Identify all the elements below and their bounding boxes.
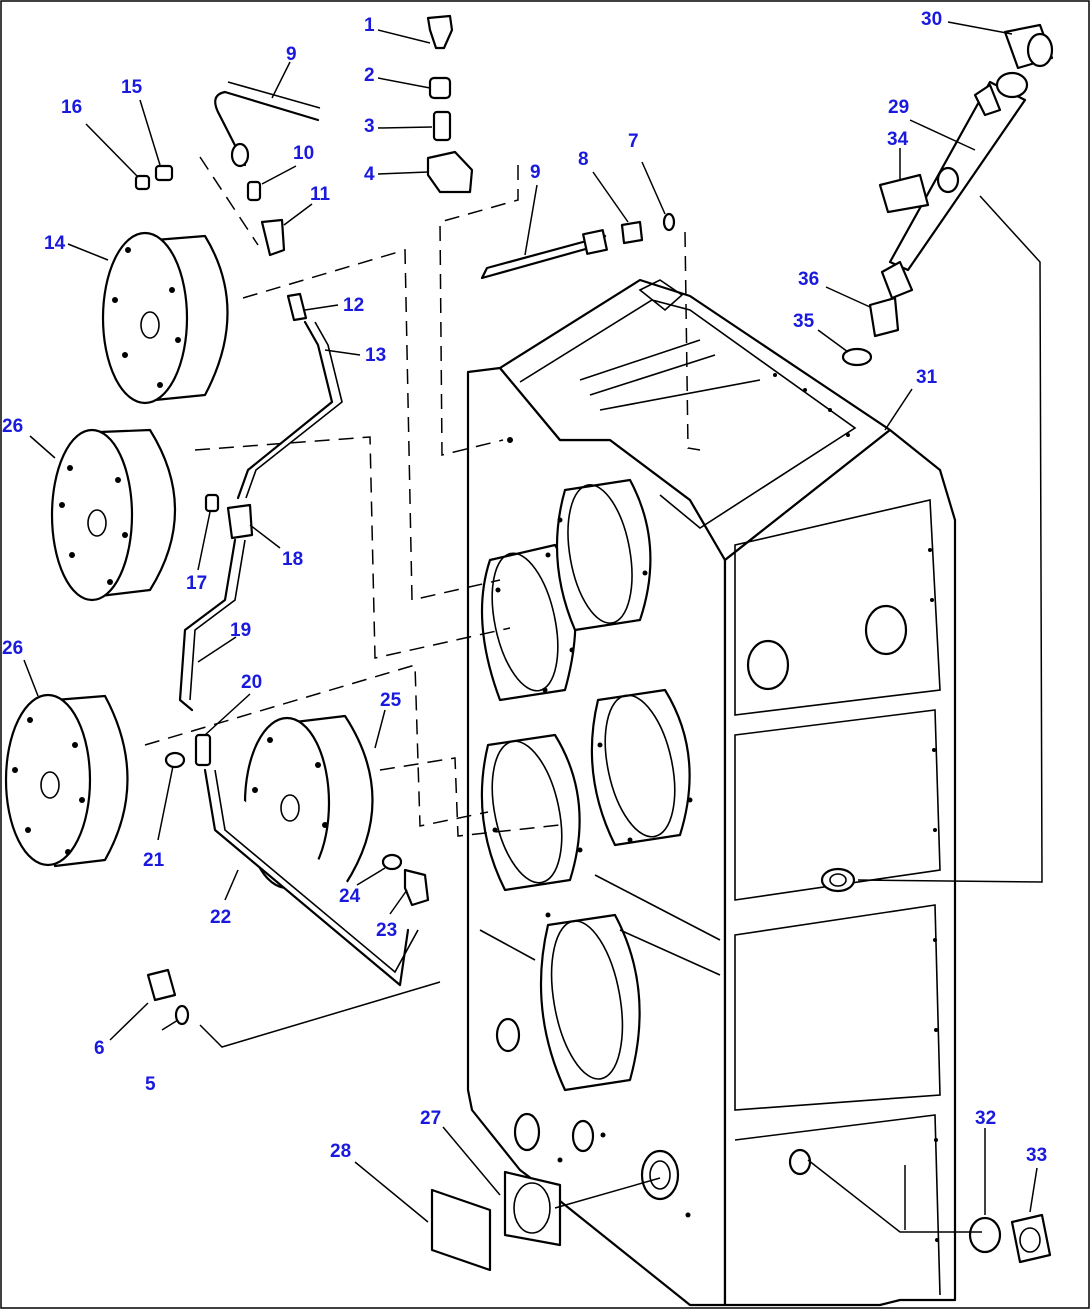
tee-11 [260,218,286,257]
callout-7: 7 [628,131,639,152]
fitting-1 [426,14,454,50]
fitting-21 [164,751,186,769]
callout-20: 20 [241,672,262,693]
callout-28: 28 [330,1141,351,1162]
plug-33 [1010,1213,1052,1264]
elbow-4 [426,150,474,194]
callout-32: 32 [975,1108,996,1129]
cover-28 [430,1188,492,1272]
callout-29: 29 [888,97,909,118]
callout-6: 6 [94,1038,105,1059]
alignment-lines [144,156,1043,1233]
fitting-10 [246,180,262,202]
callout-25: 25 [380,690,402,711]
callout-30: 30 [921,9,942,30]
tube-22 [203,768,419,987]
callout-19: 19 [230,620,251,641]
clutch-assembly-26-upper [50,428,177,602]
oring-35 [841,347,873,367]
fitting-36 [868,296,900,338]
callout-27: 27 [420,1108,441,1129]
plug-8 [620,220,644,245]
clutch-assembly-14 [101,231,229,405]
oring-7 [662,212,676,232]
callout-9-right: 9 [530,162,541,183]
fitting-20 [194,733,212,767]
callout-21: 21 [143,850,165,871]
fitting-2 [428,76,452,100]
breather-cap-30 [1003,23,1054,70]
callout-10: 10 [293,143,314,164]
callout-34: 34 [887,129,909,150]
fitting-34 [878,166,960,214]
callout-2: 2 [364,65,375,86]
callout-24: 24 [339,886,361,907]
callout-labels: 1 2 3 4 5 6 7 8 9 9 10 11 12 13 14 15 16… [2,9,1047,1166]
fitting-24 [381,853,403,871]
clutch-assembly-26-lower [4,693,129,868]
callout-8: 8 [578,149,589,170]
elbow-23 [403,868,430,907]
transmission-case-housing [466,278,957,1307]
callout-3: 3 [364,116,375,137]
callout-leaders [23,21,1038,1223]
callout-23: 23 [376,920,397,941]
tube-13 [236,320,343,500]
tube-19 [178,538,246,712]
tube-9-left [214,81,321,168]
callout-18: 18 [282,549,303,570]
callout-4: 4 [364,164,375,185]
callout-11: 11 [310,184,331,205]
callout-26-upper: 26 [2,416,23,437]
callout-22: 22 [210,907,231,928]
gasket-27 [503,1170,562,1247]
callout-12: 12 [343,295,364,316]
oring-32 [968,1216,1002,1254]
callout-1: 1 [364,15,375,36]
oring-5 [174,1004,190,1026]
callout-13: 13 [365,345,386,366]
fitting-17 [204,493,220,513]
fitting-3 [432,110,452,142]
callout-15: 15 [121,77,143,98]
tee-18 [226,503,254,540]
callout-5: 5 [145,1074,156,1095]
fitting-12 [286,292,308,322]
callout-26-lower: 26 [2,638,23,659]
callout-36: 36 [798,269,819,290]
callout-33: 33 [1026,1145,1047,1166]
callout-35: 35 [793,311,815,332]
callout-31: 31 [916,367,938,388]
fitting-15 [154,164,174,182]
callout-16: 16 [61,97,82,118]
fitting-16 [134,174,151,191]
callout-14: 14 [44,233,66,254]
callout-9-left: 9 [286,44,297,65]
tube-9-right [480,229,608,280]
callout-17: 17 [186,573,207,594]
plug-6 [146,968,177,1002]
